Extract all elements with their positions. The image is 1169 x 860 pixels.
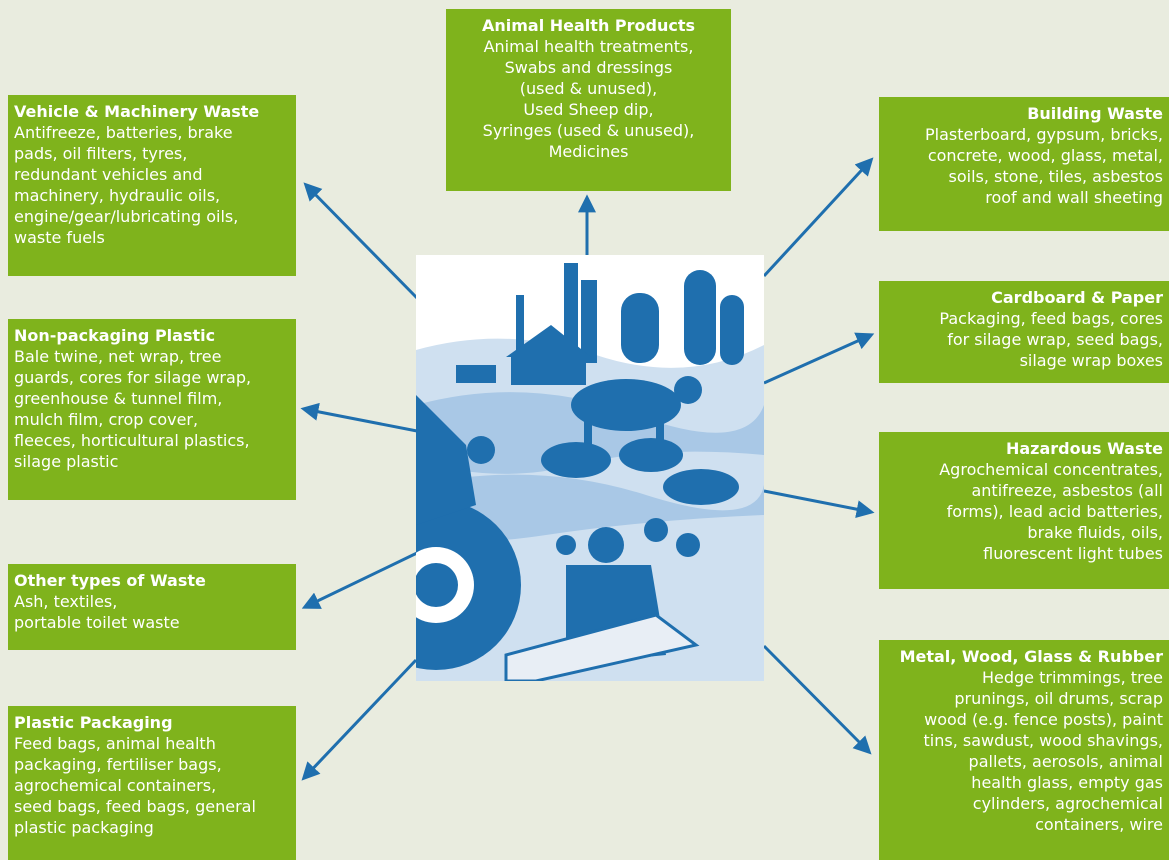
- plastic-packaging-body: Feed bags, animal health packaging, fert…: [14, 734, 256, 837]
- animal-health-box: Animal Health Products Animal health tre…: [446, 9, 731, 191]
- vehicle-box: Vehicle & Machinery Waste Antifreeze, ba…: [8, 95, 296, 276]
- plastic-packaging-title: Plastic Packaging: [14, 713, 173, 732]
- arrow-plastic-packaging: [301, 658, 418, 781]
- cardboard-paper-title: Cardboard & Paper: [991, 288, 1163, 307]
- other-waste-box: Other types of Waste Ash, textiles, port…: [8, 564, 296, 650]
- non-packaging-plastic-title: Non-packaging Plastic: [14, 326, 216, 345]
- animal-health-title: Animal Health Products: [481, 16, 696, 35]
- plastic-packaging-box: Plastic Packaging Feed bags, animal heal…: [8, 706, 296, 860]
- building-waste-body: Plasterboard, gypsum, bricks, concrete, …: [925, 125, 1163, 207]
- metal-wood-glass-rubber-title: Metal, Wood, Glass & Rubber: [899, 647, 1163, 666]
- metal-wood-glass-rubber-box: Metal, Wood, Glass & Rubber Hedge trimmi…: [879, 640, 1169, 860]
- arrow-vehicle: [303, 182, 419, 300]
- hazardous-waste-body: Agrochemical concentrates, antifreeze, a…: [939, 460, 1163, 563]
- building-waste-box: Building Waste Plasterboard, gypsum, bri…: [879, 97, 1169, 231]
- cardboard-paper-body: Packaging, feed bags, cores for silage w…: [939, 309, 1163, 370]
- arrow-cardboard: [763, 332, 875, 385]
- farm-illustration: [416, 255, 764, 681]
- building-waste-title: Building Waste: [1027, 104, 1163, 123]
- other-waste-body: Ash, textiles, portable toilet waste: [14, 592, 180, 632]
- animal-health-body: Animal health treatments, Swabs and dres…: [482, 37, 695, 161]
- arrow-non-packaging-plastic: [300, 402, 418, 433]
- hazardous-waste-box: Hazardous Waste Agrochemical concentrate…: [879, 432, 1169, 589]
- hazardous-waste-title: Hazardous Waste: [1005, 439, 1163, 458]
- cardboard-paper-box: Cardboard & Paper Packaging, feed bags, …: [879, 281, 1169, 383]
- arrow-building: [762, 157, 874, 278]
- arrow-other: [301, 551, 418, 609]
- vehicle-body: Antifreeze, batteries, brake pads, oil f…: [14, 123, 239, 247]
- non-packaging-plastic-body: Bale twine, net wrap, tree guards, cores…: [14, 347, 252, 471]
- arrow-metal: [762, 644, 872, 755]
- arrow-hazardous: [763, 489, 875, 519]
- vehicle-title: Vehicle & Machinery Waste: [14, 102, 260, 121]
- other-waste-title: Other types of Waste: [14, 571, 206, 590]
- metal-wood-glass-rubber-body: Hedge trimmings, tree prunings, oil drum…: [923, 668, 1164, 834]
- non-packaging-plastic-box: Non-packaging Plastic Bale twine, net wr…: [8, 319, 296, 500]
- farm-illustration-icon: [416, 255, 764, 681]
